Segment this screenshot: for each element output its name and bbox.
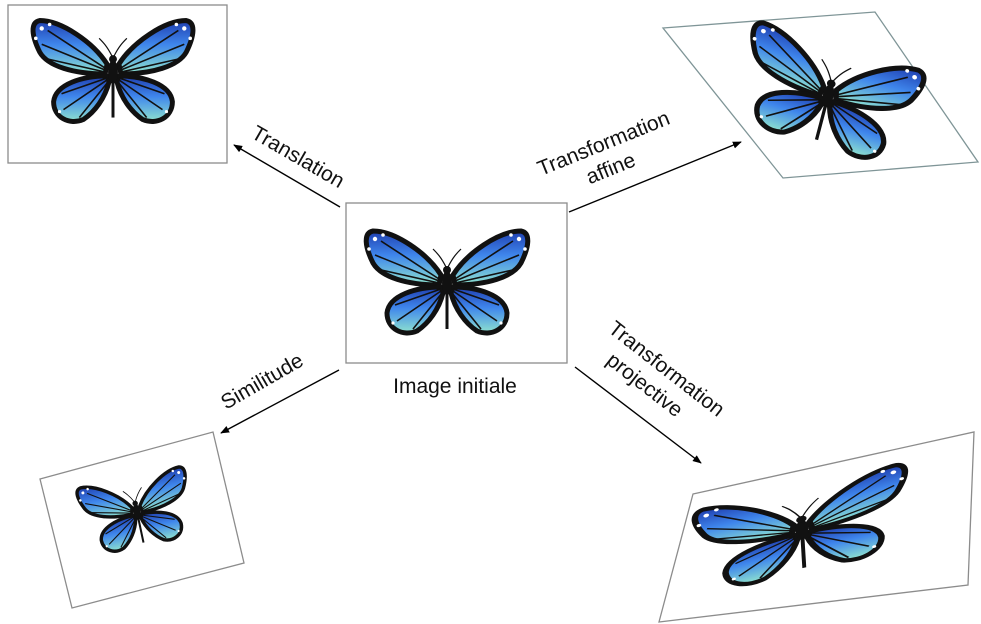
translation-panel — [8, 5, 227, 163]
similarity-panel — [40, 432, 244, 608]
affine-label: Transformation affine — [534, 107, 683, 205]
initial-image-caption: Image initiale — [393, 375, 517, 398]
projective-label: Transformation projective — [588, 317, 729, 442]
projective-panel — [659, 432, 974, 622]
affine-panel — [663, 12, 978, 178]
initial-image-panel — [346, 203, 567, 363]
similarity-label: Similitude — [217, 349, 307, 414]
